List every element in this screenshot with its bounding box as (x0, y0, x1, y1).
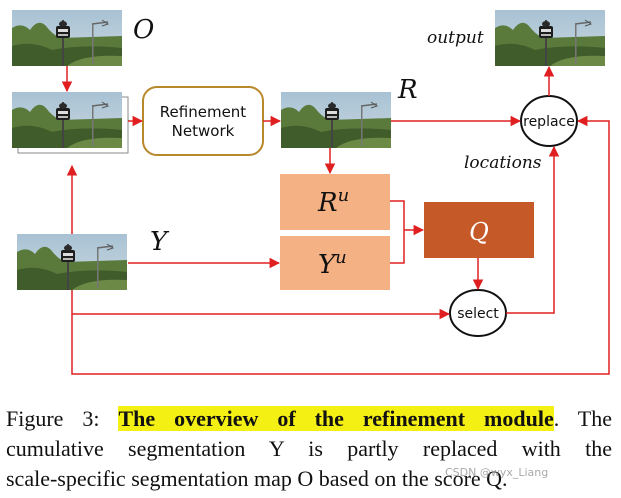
Q-box (424, 202, 534, 258)
figure-caption: Figure 3: The overview of the refinement… (6, 404, 612, 494)
arrow-select-to-replace (506, 145, 560, 314)
refinement-module-diagram: O R Y output locations Refinement Networ… (12, 10, 610, 375)
arrows (61, 65, 610, 375)
image-R (281, 92, 391, 148)
image-output (494, 10, 606, 66)
caption-line-1: Figure 3: The overview of the refinement… (6, 404, 612, 434)
refinement-network-line1: Refinement (160, 103, 247, 121)
label-output: output (427, 28, 484, 48)
caption-line-2: cumulative segmentation Y is partly repl… (6, 436, 612, 461)
watermark: CSDN @wyx_Liang (445, 466, 549, 479)
refinement-network-box (142, 86, 264, 156)
label-R: R (397, 75, 418, 105)
label-locations: locations (464, 153, 542, 173)
arrow-Y-to-select (71, 290, 451, 320)
caption-line-3: scale-specific segmentation map O based … (6, 466, 508, 491)
figure-label: Figure 3: (6, 406, 100, 431)
refinement-network-line2: Network (172, 122, 235, 140)
Yu-label: Yu (318, 247, 347, 280)
replace-label: replace (523, 114, 575, 130)
Ru-label: Ru (317, 185, 349, 218)
arrow-Ru-Yu-to-Q (390, 200, 405, 264)
Q-label: Q (469, 218, 489, 246)
label-O: O (133, 15, 154, 45)
image-Y (16, 234, 128, 290)
caption-line1-rest: . The (553, 406, 612, 431)
arrow-Y-loop-to-replace (71, 115, 610, 375)
image-stack-input (12, 92, 129, 154)
caption-highlight: The overview of the refinement module (118, 406, 554, 431)
Yu-box (280, 236, 390, 290)
select-label: select (457, 306, 499, 322)
Ru-box (280, 174, 390, 230)
label-Y: Y (150, 227, 170, 257)
image-O (12, 10, 122, 66)
